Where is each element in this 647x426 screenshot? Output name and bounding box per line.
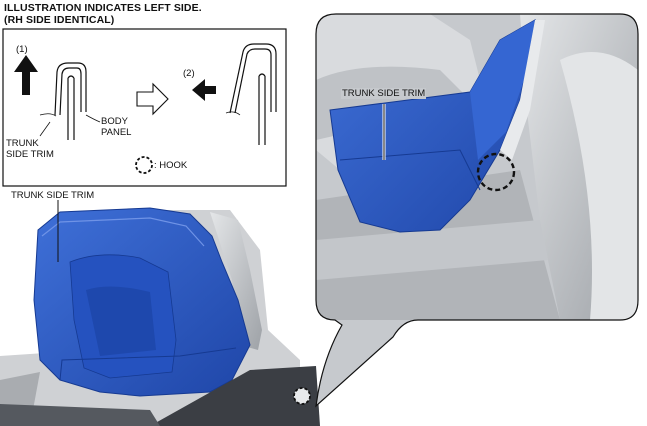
hook-location-marker bbox=[293, 387, 311, 405]
trim-body-profile-left bbox=[39, 62, 101, 140]
body-label-line-1: BODY bbox=[101, 116, 128, 127]
body-panel-label: BODY PANEL bbox=[101, 116, 131, 138]
header-line-2: (RH SIDE IDENTICAL) bbox=[4, 14, 115, 26]
trim-label-line-2: SIDE TRIM bbox=[6, 149, 54, 160]
detail-bubble bbox=[315, 13, 639, 408]
detail-trim-label: TRUNK SIDE TRIM bbox=[341, 88, 427, 99]
overview-trim-label: TRUNK SIDE TRIM bbox=[11, 190, 95, 201]
hook-legend-icon bbox=[135, 156, 153, 174]
page-header: ILLUSTRATION INDICATES LEFT SIDE. (RH SI… bbox=[4, 2, 202, 26]
procedure-inset bbox=[2, 28, 287, 187]
hook-legend-label: : HOOK bbox=[154, 160, 188, 171]
next-step-arrow-icon bbox=[136, 82, 169, 116]
step-2-label: (2) bbox=[183, 68, 195, 79]
header-line-1: ILLUSTRATION INDICATES LEFT SIDE. bbox=[4, 2, 202, 14]
left-arrow-icon bbox=[192, 79, 216, 101]
body-label-line-2: PANEL bbox=[101, 127, 132, 138]
trim-label-line-1: TRUNK bbox=[6, 138, 39, 149]
trunk-floor-board bbox=[150, 366, 320, 426]
step-1-label: (1) bbox=[16, 44, 28, 55]
trunk-overview-illustration bbox=[0, 207, 320, 426]
trim-body-profile-right bbox=[225, 43, 277, 145]
hook-detail-marker bbox=[476, 152, 516, 192]
up-arrow-icon bbox=[14, 55, 38, 95]
trunk-side-trim-inset-label: TRUNK SIDE TRIM bbox=[6, 138, 54, 160]
